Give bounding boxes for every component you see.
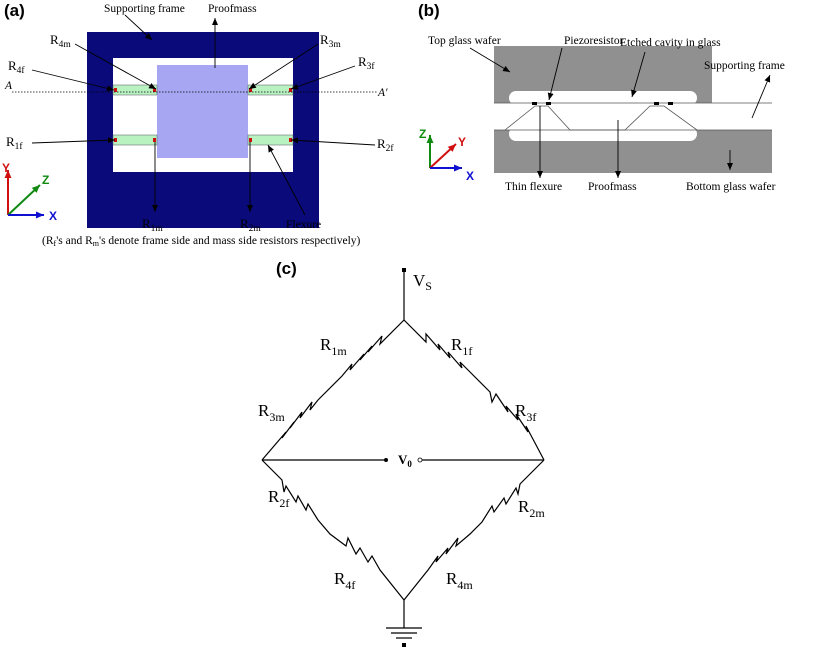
r3f-label: R3f xyxy=(358,54,375,72)
y-axis-label: Y xyxy=(2,161,10,175)
b-x-axis-label: X xyxy=(466,169,474,183)
resistor-r2m xyxy=(403,459,545,601)
proofmass-label: Proofmass xyxy=(208,3,257,15)
flexure-bottom-right xyxy=(247,134,294,146)
section-a-prime-label: A′ xyxy=(377,87,388,99)
c-r4f-label: R4f xyxy=(334,569,355,592)
panel-b: (b) Top glass wafer Piezoresistor Etched… xyxy=(418,1,785,193)
b-supporting-frame-arrow xyxy=(751,74,771,119)
resistor-r2f xyxy=(261,459,405,601)
z-axis-arrow xyxy=(7,184,41,216)
flexure-label: Flexure xyxy=(286,219,321,231)
b-proofmass-label: Proofmass xyxy=(588,181,637,193)
ground-terminal xyxy=(402,643,406,647)
piezoresistor-label: Piezoresistor xyxy=(564,35,624,47)
v0-label: V0 xyxy=(398,452,412,469)
supporting-frame-label: Supporting frame xyxy=(104,3,185,15)
resistor-r1f xyxy=(403,319,545,461)
c-r1f-label: R1f xyxy=(451,335,472,358)
r3f-arrow xyxy=(290,65,356,90)
resistor-r1m xyxy=(261,319,405,461)
flexure-arrow xyxy=(267,144,306,216)
b-y-axis-label: Y xyxy=(458,135,466,149)
lower-cavity xyxy=(509,127,697,141)
flexure-top-left xyxy=(112,84,158,96)
c-r3m-label: R3m xyxy=(258,401,285,424)
r4m-label: R4m xyxy=(50,32,71,50)
etched-cavity-arrow xyxy=(631,51,646,98)
panel-c-label: (c) xyxy=(276,259,297,278)
c-r3f-label: R3f xyxy=(515,401,536,424)
piezoresistor-marks xyxy=(532,102,673,105)
r1f-arrow xyxy=(31,137,116,144)
top-glass-wafer-arrow xyxy=(469,47,511,73)
flexure-bottom-left xyxy=(112,134,158,146)
panel-a-axes: Y Z X xyxy=(2,161,57,223)
vs-label: VS xyxy=(413,271,432,293)
r3m-arrow xyxy=(248,43,319,90)
c-r4m-label: R4m xyxy=(446,569,473,592)
r3m-label: R3m xyxy=(320,32,341,50)
panel-b-axes: Z Y X xyxy=(419,127,474,183)
silicon-layer xyxy=(494,103,772,130)
panel-c: (c) VS V0 R1m R1f R3m R3f R2f R2m R4f R4 xyxy=(258,259,545,647)
supporting-frame-arrow xyxy=(124,14,153,41)
b-z-axis-label: Z xyxy=(419,127,426,141)
r4f-arrow xyxy=(31,69,115,92)
resistor-dots xyxy=(114,88,292,142)
bottom-glass-wafer-label: Bottom glass wafer xyxy=(686,181,776,193)
panel-b-label: (b) xyxy=(418,1,440,20)
v0-terminal-right xyxy=(417,457,423,463)
r1f-label: R1f xyxy=(6,134,23,152)
x-axis-label: X xyxy=(49,209,57,223)
c-r1m-label: R1m xyxy=(320,335,347,358)
vs-terminal xyxy=(402,268,406,272)
r4m-arrow xyxy=(74,43,157,90)
panel-a-caption: (Rf's and Rm's denote frame side and mas… xyxy=(42,235,361,248)
r2m-label: R2m xyxy=(240,216,261,234)
top-glass-wafer-label: Top glass wafer xyxy=(428,35,501,47)
panel-a-label: (a) xyxy=(4,1,25,20)
flexure-top-right xyxy=(247,84,294,96)
r2f-arrow xyxy=(290,137,376,146)
b-y-axis-arrow xyxy=(429,143,457,169)
upper-cavity-left xyxy=(509,91,697,105)
c-r2m-label: R2m xyxy=(518,497,545,520)
v0-terminal-left xyxy=(384,458,388,462)
r1m-label: R1m xyxy=(142,216,163,234)
thin-flexure-label: Thin flexure xyxy=(505,181,562,193)
piezoresistor-arrow xyxy=(547,47,563,101)
b-supporting-frame-label: Supporting frame xyxy=(704,60,785,72)
etched-cavity-label: Etched cavity in glass xyxy=(620,37,721,49)
section-a-label: A xyxy=(4,80,13,92)
r2f-label: R2f xyxy=(377,136,394,154)
proofmass xyxy=(157,65,248,158)
r4f-label: R4f xyxy=(8,58,25,76)
c-r2f-label: R2f xyxy=(268,487,289,510)
panel-a: (a) A A′ Supporting frame Proofmass R4m xyxy=(2,1,394,248)
z-axis-label: Z xyxy=(42,173,49,187)
